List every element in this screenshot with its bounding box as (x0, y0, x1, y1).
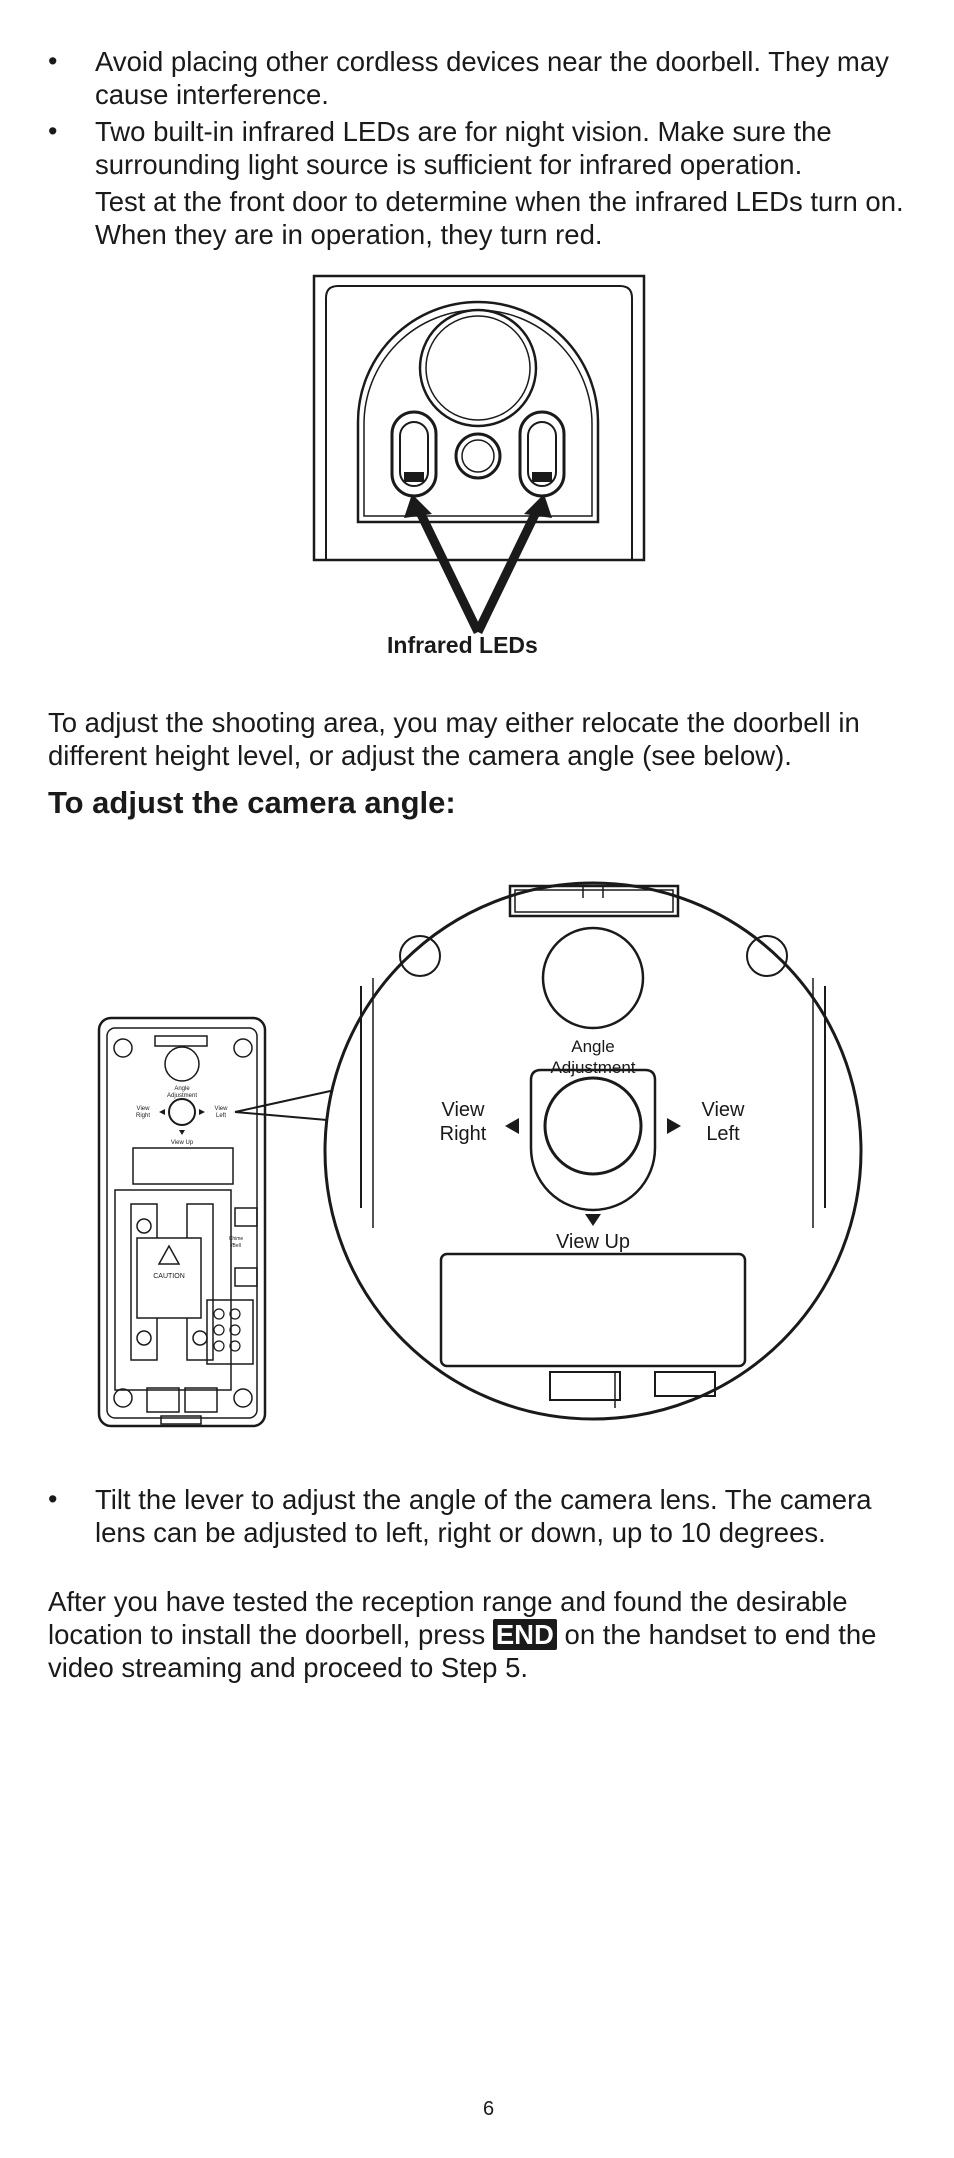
end-paragraph-text-before: After you have tested the reception rang… (48, 1586, 848, 1650)
adjustment-label: Adjustment (550, 1058, 635, 1077)
tilt-lever-instruction: Tilt the lever to adjust the angle of th… (95, 1484, 872, 1548)
bullet-marker: • (48, 46, 58, 76)
small-view-up-label: View Up (171, 1140, 194, 1146)
camera-angle-figure: Angle Adjustment View Right View Left Vi… (97, 881, 863, 1428)
adjust-shooting-area-paragraph: To adjust the shooting area, you may eit… (48, 707, 860, 771)
magnified-detail (323, 881, 863, 1421)
infrared-leds-caption: Infrared LEDs (387, 632, 538, 658)
section-heading: To adjust the camera angle: (48, 785, 456, 820)
magnified-labels: Angle Adjustment View Right View Left Vi… (440, 1037, 745, 1253)
infrared-leds-figure (312, 274, 646, 634)
small-angle-label: Angle (174, 1086, 190, 1092)
bullet-cordless-interference: Avoid placing other cordless devices nea… (95, 46, 889, 110)
end-key: END (492, 1619, 557, 1650)
infrared-test-note: Test at the front door to determine when… (95, 186, 904, 250)
view-right-label-2: Right (440, 1123, 487, 1145)
bullet-marker: • (48, 116, 58, 146)
page-number: 6 (483, 2098, 495, 2120)
pointer-arrows (404, 494, 552, 634)
small-doorbell-labels: Angle Adjustment View Right View Left Vi… (136, 1086, 243, 1280)
angle-label: Angle (571, 1037, 614, 1056)
small-caution-label: CAUTION (153, 1273, 185, 1280)
small-view-right-label: View (137, 1106, 151, 1112)
bullet-infrared-leds: Two built-in infrared LEDs are for night… (95, 116, 832, 180)
view-left-label: View (702, 1099, 746, 1121)
end-paragraph-text-after: on the handset to end the video streamin… (48, 1619, 877, 1683)
view-left-label-2: Left (706, 1123, 740, 1145)
small-doorbell-back (97, 1016, 267, 1428)
left-infrared-led (390, 410, 438, 498)
small-view-left-label: View (215, 1106, 229, 1112)
right-infrared-led (518, 410, 566, 498)
small-adjustment-label: Adjustment (167, 1093, 197, 1099)
doorbell-housing (312, 274, 646, 562)
end-streaming-paragraph: After you have tested the reception rang… (48, 1585, 898, 1684)
bullet-marker: • (48, 1484, 58, 1514)
small-view-right-label-2: Right (136, 1113, 150, 1119)
magnify-callout-lines (234, 1089, 336, 1121)
view-right-label: View (442, 1099, 486, 1121)
small-chime-label: Chime (229, 1236, 244, 1242)
small-view-left-label-2: Left (216, 1113, 226, 1119)
small-bell-label: /Bell (231, 1243, 241, 1249)
center-sensor (454, 432, 502, 480)
view-up-label: View Up (556, 1231, 630, 1253)
